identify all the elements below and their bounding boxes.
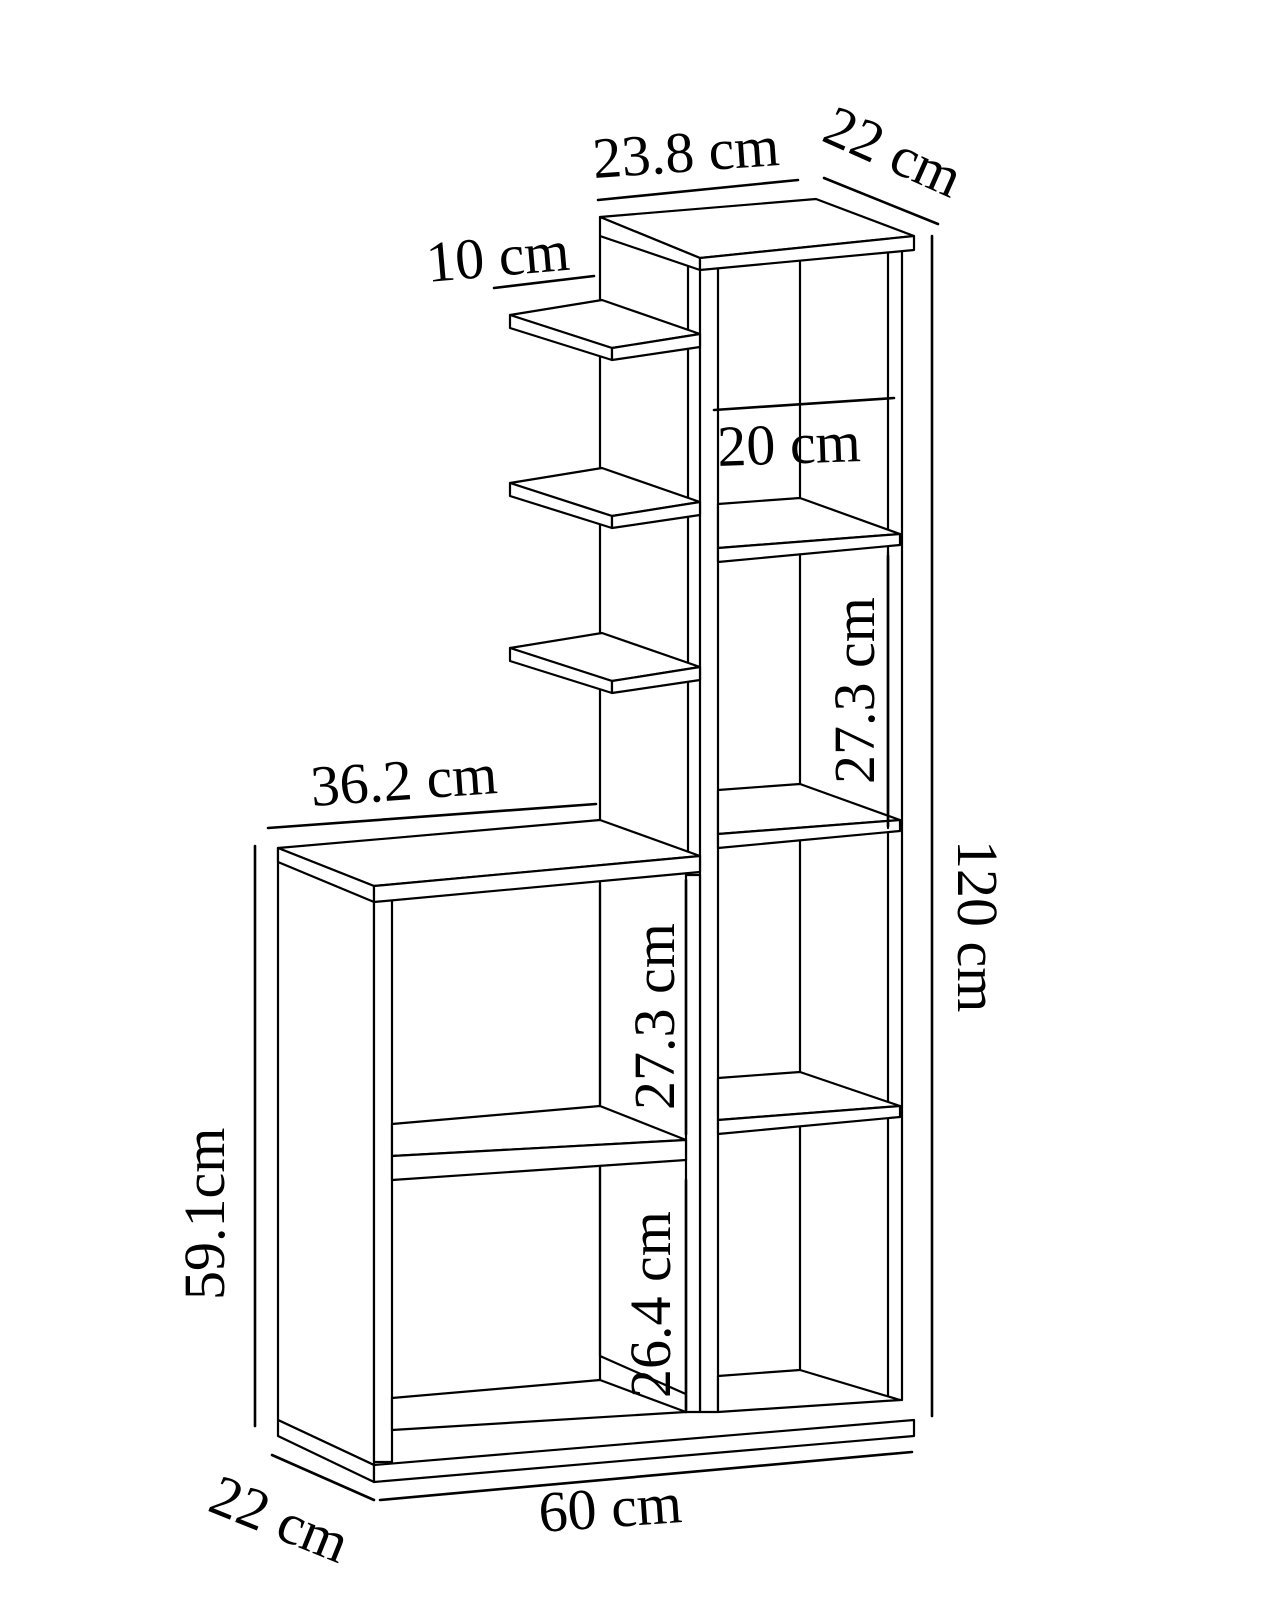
lower-right-panel <box>684 873 702 1414</box>
dim-line-top-width <box>596 178 800 202</box>
label-total-width: 60 cm <box>536 1470 684 1545</box>
label-base-depth: 22 cm <box>201 1462 358 1576</box>
tower-shelf-2-edge <box>716 818 902 850</box>
label-top-width: 23.8 cm <box>590 113 781 191</box>
lower-left-side-inner <box>372 898 394 1464</box>
cantilever-shelf-2-front <box>610 500 702 530</box>
tower-left-side-panel <box>698 266 720 1414</box>
lower-left-side-panel <box>276 846 376 1467</box>
label-lower-compartment-height: 27.3 cm <box>622 923 687 1110</box>
lower-middle-shelf-edge <box>390 1138 688 1182</box>
label-inner-width: 20 cm <box>716 409 862 479</box>
dim-line-shelf-depth <box>492 274 596 290</box>
label-bottom-compartment-height: 26.4 cm <box>618 1211 683 1398</box>
lower-unit <box>276 818 916 1484</box>
tower-top-board-edge <box>698 234 916 272</box>
dim-line-lower-width <box>266 802 598 830</box>
cantilever-shelf-3-front <box>610 665 702 695</box>
dim-line-top-depth <box>822 176 940 226</box>
label-top-depth: 22 cm <box>815 92 972 210</box>
tall-tower <box>598 197 916 1414</box>
dim-line-base-depth <box>270 1453 376 1502</box>
label-lower-height: 59.1cm <box>172 1128 237 1300</box>
cantilever-shelf-1-front <box>610 332 702 362</box>
tower-shelf-3-edge <box>716 1104 902 1136</box>
tower-bottom-board <box>716 1368 902 1414</box>
dimension-lines <box>253 176 940 1502</box>
tower-shelf-1-edge <box>716 532 902 564</box>
lower-top-board-front <box>372 854 702 904</box>
label-shelf-depth: 10 cm <box>423 218 571 295</box>
label-upper-compartment-height: 27.3 cm <box>822 597 887 784</box>
label-total-height: 120 cm <box>945 840 1010 1012</box>
label-lower-width: 36.2 cm <box>308 741 499 819</box>
dim-line-total-width <box>378 1450 914 1502</box>
dim-line-inner-width <box>712 396 896 412</box>
base-plinth-front <box>372 1418 916 1484</box>
cantilever-shelves <box>508 298 702 695</box>
